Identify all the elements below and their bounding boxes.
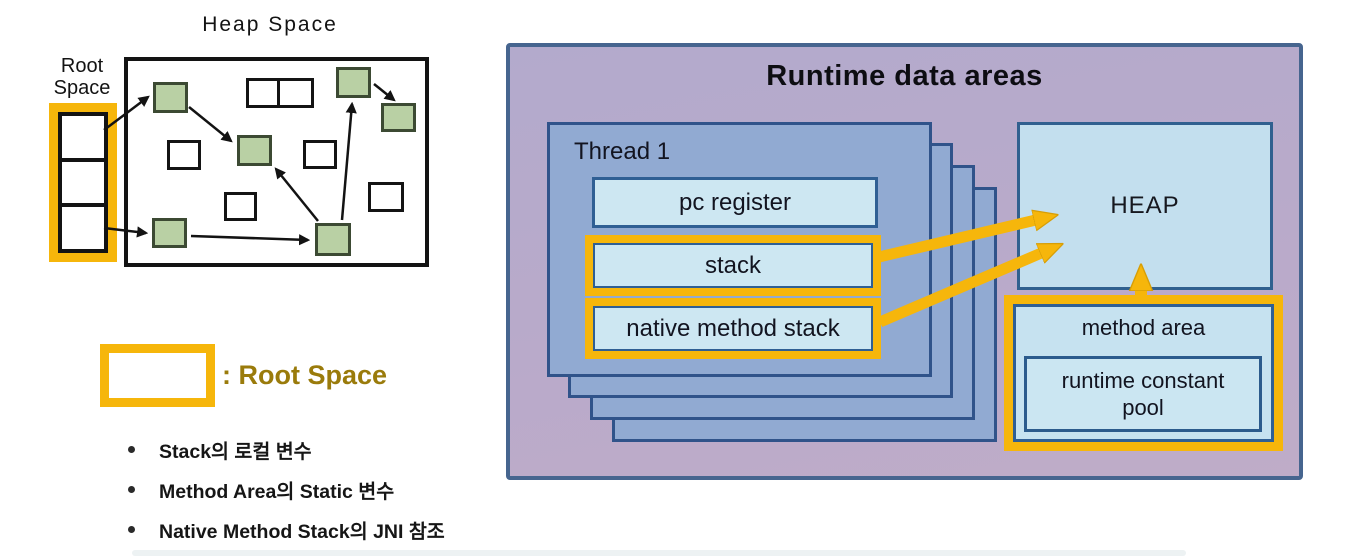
runtime-constant-pool-box: runtime constant pool — [1024, 356, 1262, 432]
list-item: Method Area의 Static 변수 — [128, 476, 445, 503]
root-space-label-line2: Space — [53, 77, 111, 99]
root-space-legend-label: : Root Space — [222, 360, 388, 390]
root-space-swatch — [100, 344, 215, 407]
list-item-text: Native Method Stack의 JNI 참조 — [159, 520, 445, 543]
garbage-object-box — [224, 192, 257, 221]
heap-box: HEAP — [1017, 122, 1273, 290]
arrow-object-reference — [190, 234, 311, 246]
bullet-icon — [128, 445, 135, 453]
native-method-stack-label: native method stack — [593, 306, 873, 351]
root-space-label: Root Space — [38, 55, 126, 99]
root-space-label-line1: Root — [60, 55, 104, 77]
live-object-box — [152, 218, 187, 248]
stack-label: stack — [593, 243, 873, 288]
live-object-box — [336, 67, 371, 98]
native-method-stack-box: native method stack — [585, 298, 881, 359]
bullet-icon — [128, 485, 135, 493]
method-area-inner: method area runtime constant pool — [1013, 304, 1274, 442]
live-object-box — [381, 103, 416, 132]
arrow-object-reference — [188, 106, 233, 143]
list-item: Native Method Stack의 JNI 참조 — [128, 516, 445, 543]
live-object-box — [237, 135, 272, 166]
heap-space-box — [124, 57, 429, 267]
garbage-object-double-box — [246, 78, 314, 108]
arrow-object-reference — [274, 167, 319, 222]
thread-1-box: Thread 1 pc register stack native method… — [547, 122, 932, 377]
root-cell-divider — [62, 158, 104, 162]
garbage-object-box — [368, 182, 404, 212]
gc-root-list: Stack의 로컬 변수 Method Area의 Static 변수 Nati… — [128, 436, 445, 556]
garbage-object-box — [303, 140, 337, 169]
stack-box: stack — [585, 235, 881, 296]
arrow-object-reference — [340, 101, 357, 221]
list-item: Stack의 로컬 변수 — [128, 436, 445, 463]
root-cell-divider — [62, 203, 104, 207]
method-area-box: method area runtime constant pool — [1004, 295, 1283, 451]
garbage-object-box — [167, 140, 201, 170]
live-object-box — [153, 82, 188, 113]
bullet-icon — [128, 525, 135, 533]
bottom-progress-bar — [132, 550, 1186, 556]
pc-register-box: pc register — [592, 177, 878, 228]
garbage-object-cell — [249, 81, 280, 105]
root-space-swatch-inner — [109, 353, 206, 398]
arrow-object-reference — [373, 83, 396, 102]
heap-space-title: Heap Space — [202, 13, 338, 36]
thread-1-label: Thread 1 — [574, 138, 671, 165]
runtime-data-areas-title: Runtime data areas — [766, 60, 1043, 92]
root-space-cells — [58, 112, 108, 253]
list-item-text: Method Area의 Static 변수 — [159, 480, 395, 503]
arrow-root-to-object — [103, 226, 149, 238]
method-area-label: method area — [1081, 315, 1206, 340]
root-space-box — [49, 103, 117, 262]
live-object-box — [315, 223, 351, 256]
reference-arrows — [103, 83, 396, 246]
list-item-text: Stack의 로컬 변수 — [159, 440, 312, 463]
arrow-root-to-object — [103, 95, 150, 131]
